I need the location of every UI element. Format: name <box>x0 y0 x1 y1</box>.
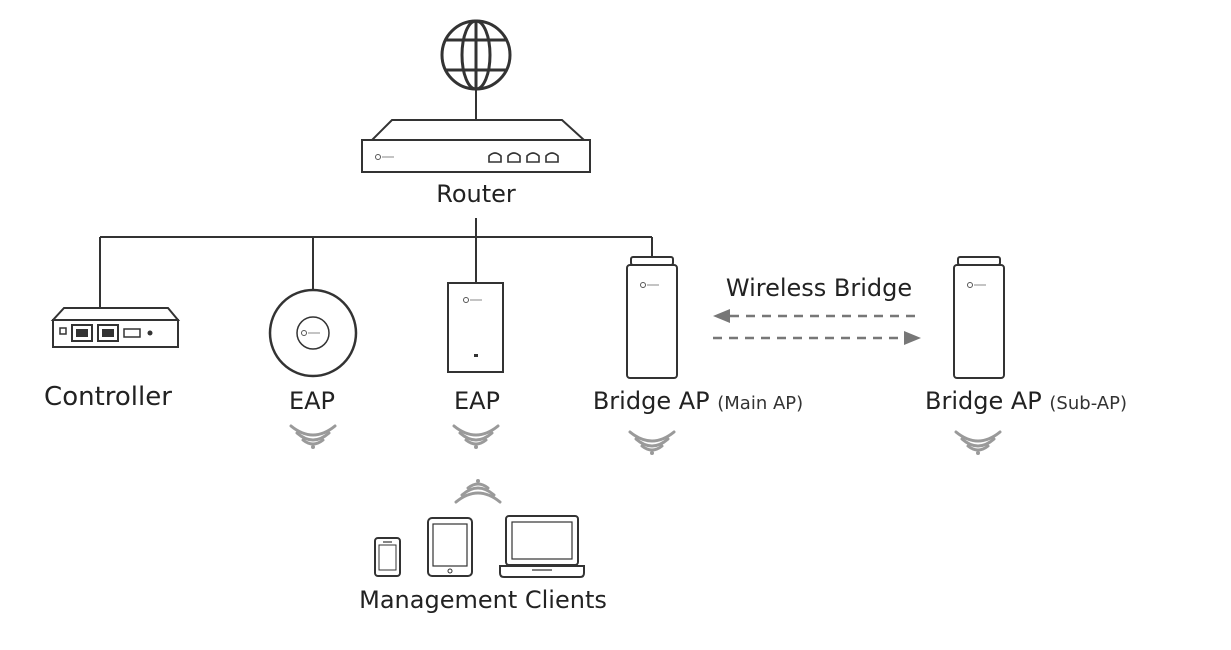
globe-icon <box>440 19 512 91</box>
eap-ceiling-label: EAP <box>288 387 336 415</box>
tablet-icon <box>427 517 473 577</box>
wifi-signal-icon-bridge-sub <box>954 430 1002 457</box>
bridge-main-name: Bridge AP <box>592 387 710 415</box>
controller-icon <box>50 307 181 348</box>
wifi-signal-icon-clients <box>454 477 502 504</box>
wifi-signal-icon-bridge-main <box>628 430 676 457</box>
wifi-signal-icon-eap-ceiling <box>289 424 337 451</box>
wifi-signal-icon-eap-wall <box>452 424 500 451</box>
outdoor-cpe-sub-icon <box>953 256 1005 379</box>
wall-plate-eap-icon <box>447 282 504 373</box>
controller-label: Controller <box>44 382 172 412</box>
router-label: Router <box>436 180 516 208</box>
bridge-sub-label: Bridge AP (Sub-AP) <box>925 389 1127 413</box>
bridge-main-label: Bridge AP (Main AP) <box>593 389 803 413</box>
wireless-bridge-label: Wireless Bridge <box>725 274 913 302</box>
ceiling-eap-icon <box>268 288 358 378</box>
eap-wall-label: EAP <box>453 387 501 415</box>
wired-network-links <box>99 218 653 308</box>
outdoor-cpe-main-icon <box>626 256 678 379</box>
smartphone-icon <box>374 537 401 577</box>
bridge-main-role: (Main AP) <box>717 393 804 414</box>
management-clients-label: Management Clients <box>359 586 607 614</box>
bridge-sub-name: Bridge AP <box>925 387 1042 415</box>
bridge-sub-role: (Sub-AP) <box>1049 393 1127 414</box>
wireless-bridge-arrows <box>713 309 921 345</box>
router-icon <box>361 119 591 173</box>
laptop-icon <box>499 515 585 578</box>
